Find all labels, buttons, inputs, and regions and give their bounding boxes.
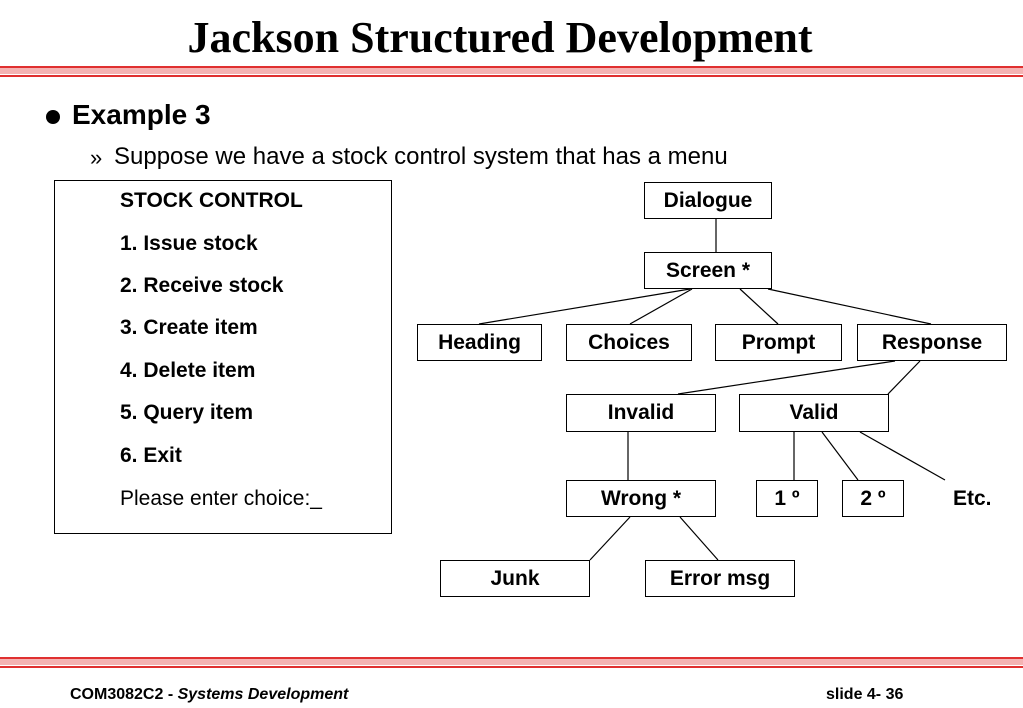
title-divider-line-lower	[0, 75, 1023, 77]
subbullet-marker: »	[90, 145, 103, 170]
edge-screen-response	[767, 288, 932, 325]
node-valid: Valid	[739, 394, 889, 432]
node-choices: Choices	[566, 324, 692, 361]
edge-valid-two	[821, 431, 859, 481]
edge-response-invalid	[677, 360, 896, 395]
bullet-heading: Example 3	[72, 99, 211, 130]
menu-title: STOCK CONTROL	[120, 189, 303, 212]
node-response: Response	[857, 324, 1007, 361]
node-junk: Junk	[440, 560, 590, 597]
footer-course-code: COM3082C2 -	[70, 686, 174, 703]
edge-screen-choices	[629, 288, 693, 325]
slide-title: Jackson Structured Development	[187, 13, 813, 62]
footer-course-name: Systems Development	[177, 686, 349, 703]
footer-divider-band	[0, 659, 1023, 665]
node-heading: Heading	[417, 324, 542, 361]
footer-divider-line	[0, 657, 1023, 659]
node-screen: Screen *	[644, 252, 772, 289]
edge-screen-prompt	[739, 288, 779, 325]
bullet-dot	[46, 110, 60, 124]
menu-option-query: 5. Query item	[120, 401, 254, 424]
node-dialogue: Dialogue	[644, 182, 772, 219]
menu-option-create: 3. Create item	[120, 316, 258, 339]
edge-wrong-junk	[589, 516, 631, 561]
edge-screen-heading	[478, 288, 691, 325]
subbullet-text: Suppose we have a stock control system t…	[114, 143, 728, 170]
node-error-msg: Error msg	[645, 560, 795, 597]
node-valid-2: 2 º	[842, 480, 904, 517]
menu-prompt: Please enter choice:_	[120, 487, 322, 510]
footer-slide-number: slide 4- 36	[826, 686, 904, 703]
node-prompt: Prompt	[715, 324, 842, 361]
menu-box	[54, 180, 392, 534]
node-wrong: Wrong *	[566, 480, 716, 517]
menu-option-issue: 1. Issue stock	[120, 232, 258, 255]
edge-response-valid	[887, 360, 921, 395]
title-divider-band	[0, 68, 1023, 74]
node-invalid: Invalid	[566, 394, 716, 432]
node-etc-label: Etc.	[953, 487, 992, 510]
edge-wrong-error	[679, 516, 719, 561]
menu-option-exit: 6. Exit	[120, 444, 182, 467]
menu-option-delete: 4. Delete item	[120, 359, 256, 382]
title-divider-line	[0, 66, 1023, 68]
footer-course: COM3082C2 - Systems Development	[70, 685, 348, 705]
menu-option-receive: 2. Receive stock	[120, 274, 284, 297]
edge-valid-etc	[859, 431, 946, 481]
footer-divider-line-lower	[0, 666, 1023, 668]
node-valid-1: 1 º	[756, 480, 818, 517]
